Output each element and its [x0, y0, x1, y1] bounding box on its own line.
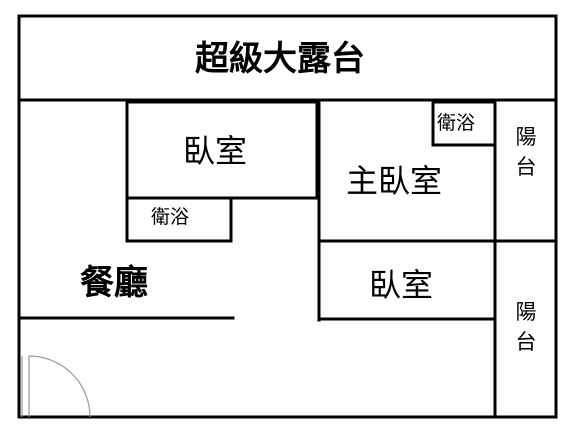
room-label-dining: 餐廳	[80, 263, 148, 303]
room-label-balcony-upper: 陽台	[515, 125, 537, 179]
door-swing-arc	[28, 355, 91, 418]
walls	[17, 14, 558, 419]
bath-master-wall	[431, 100, 497, 147]
outer-wall	[17, 14, 558, 419]
room-label-bath-left: 衛浴	[151, 206, 190, 228]
entry-door	[21, 355, 91, 418]
room-label-balcony-lower: 陽台	[515, 300, 537, 354]
room-label-master-bedroom: 主臥室	[346, 162, 443, 200]
room-label-bath-master: 衛浴	[437, 112, 476, 134]
room-label-terrace: 超級大露台	[195, 39, 365, 79]
room-label-bedroom-lower: 臥室	[369, 266, 434, 304]
bath-left-wall	[125, 196, 233, 243]
room-label-bedroom-upper: 臥室	[183, 132, 248, 170]
